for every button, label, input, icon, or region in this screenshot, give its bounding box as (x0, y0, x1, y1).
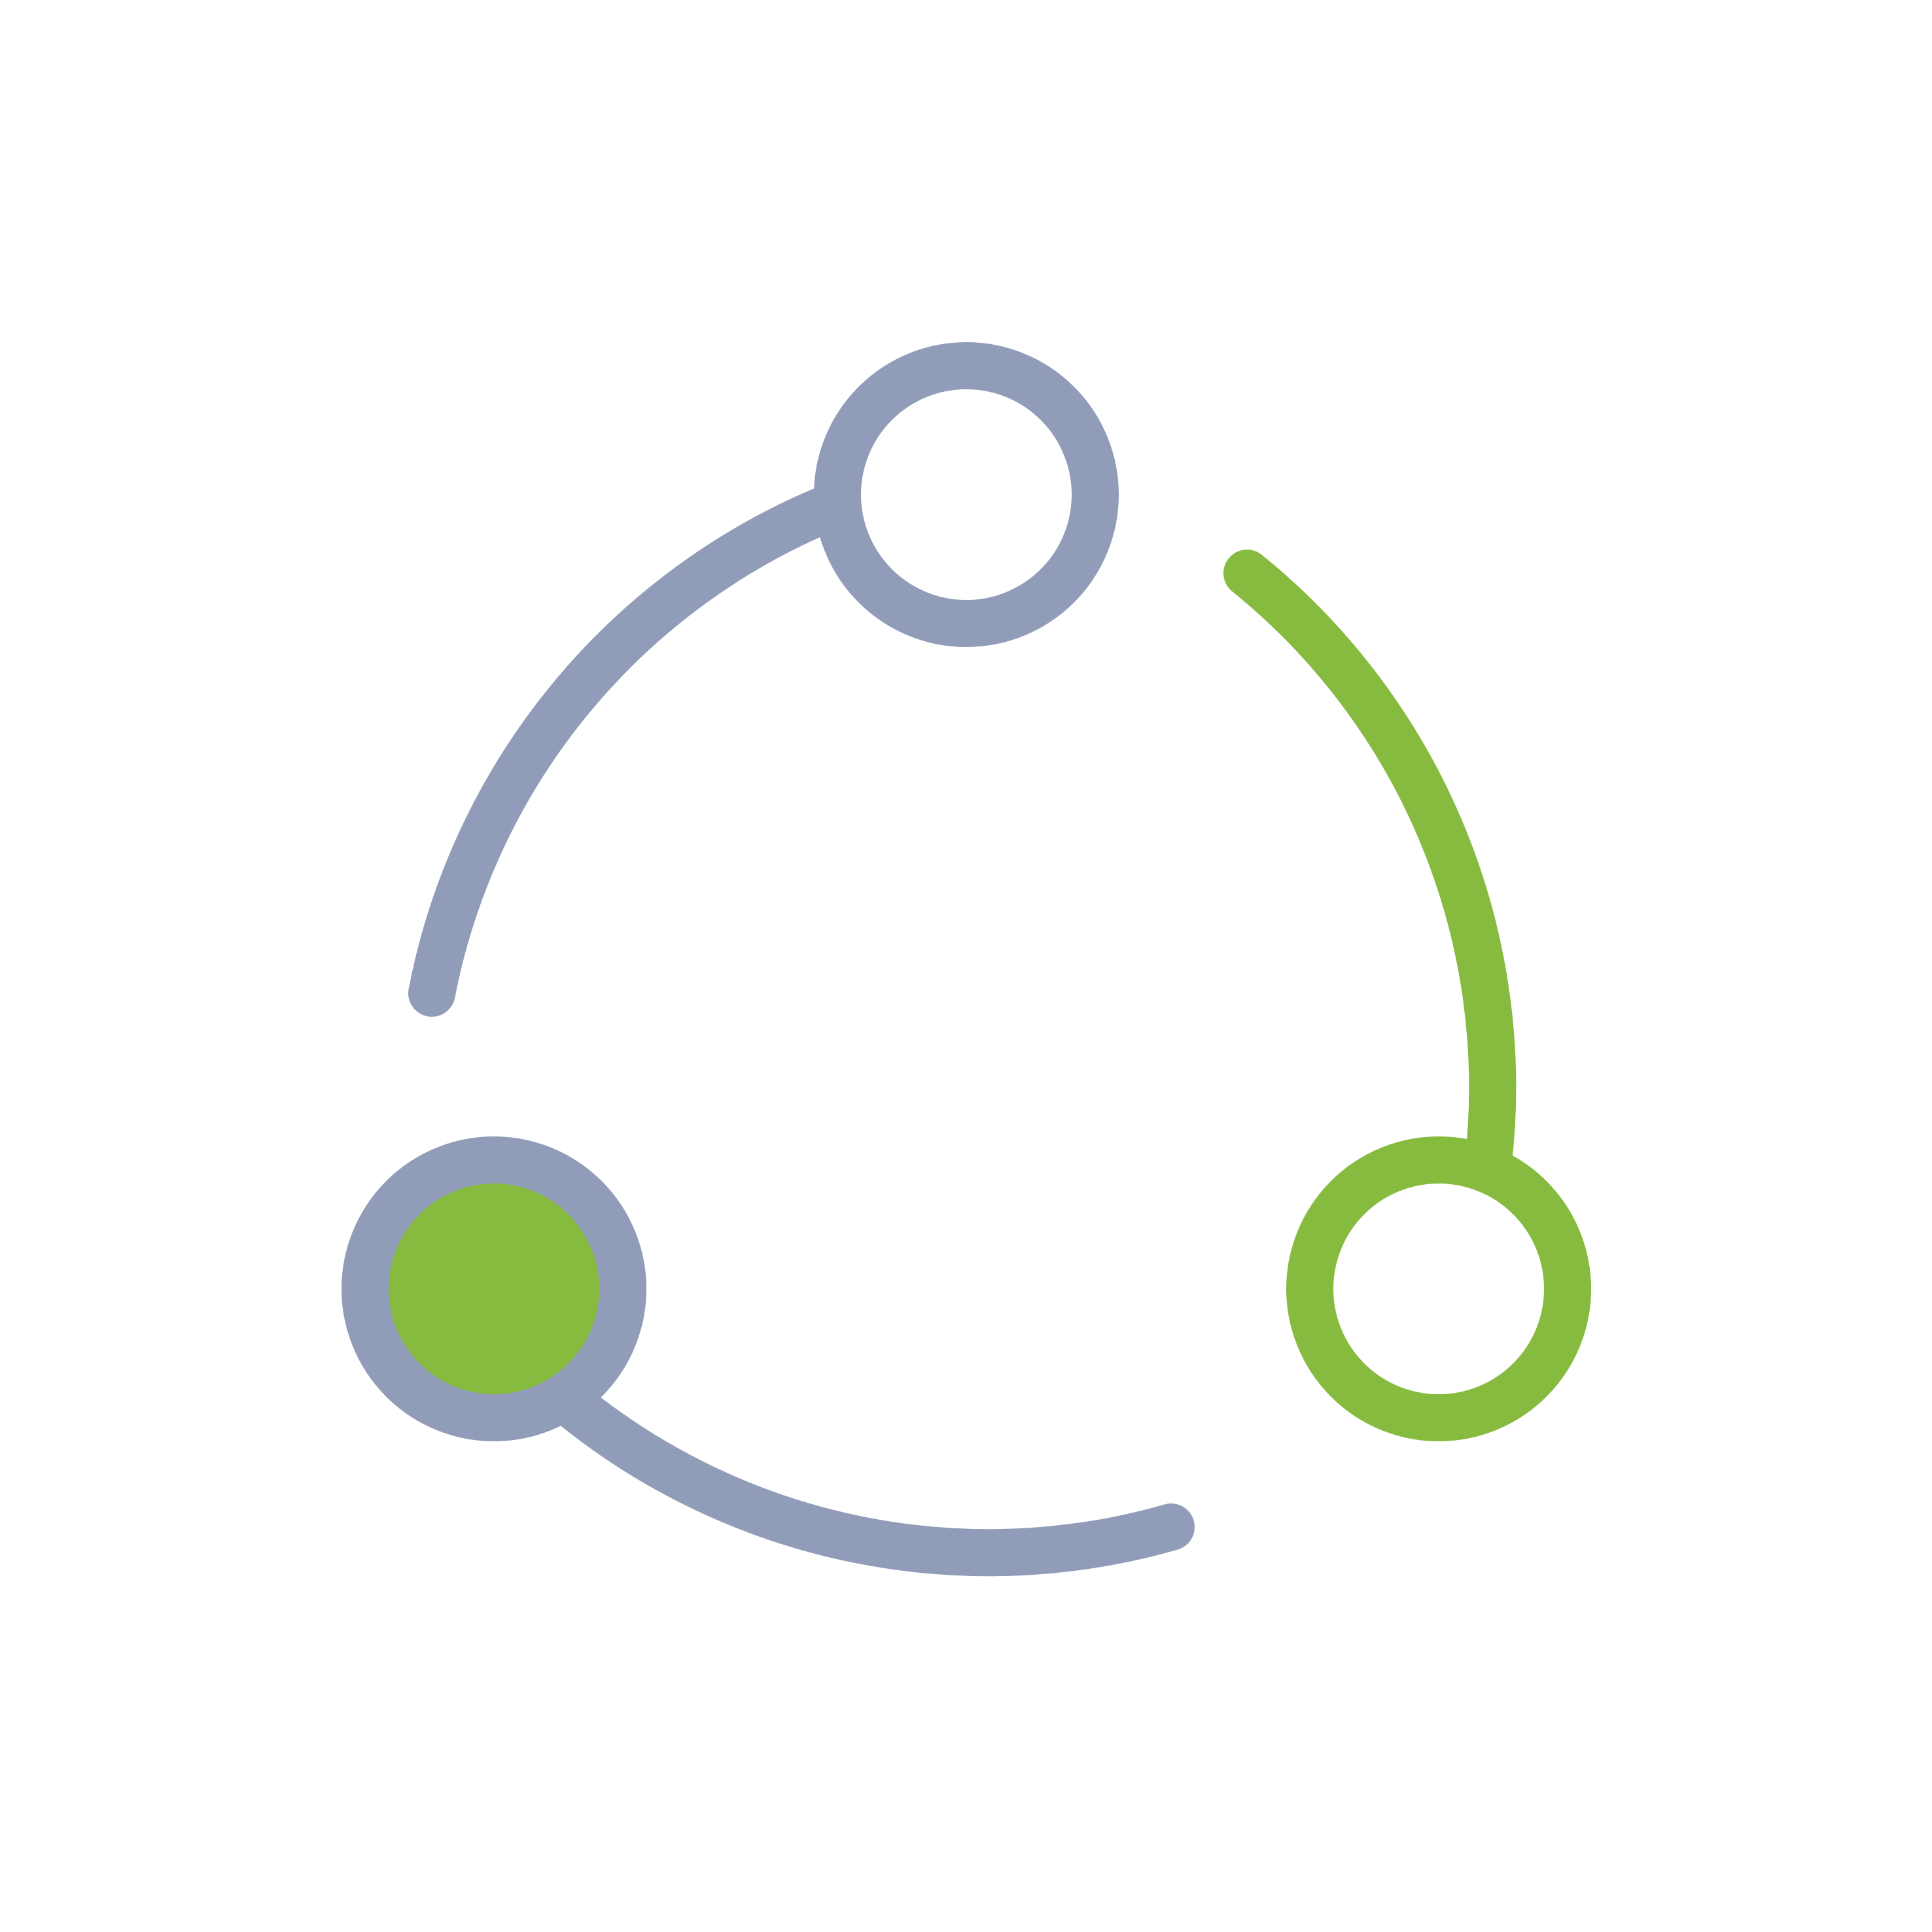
right-node (1286, 1136, 1591, 1441)
left-arc (408, 482, 859, 1017)
bottom-arc (551, 1383, 1195, 1577)
top-node (814, 342, 1119, 647)
left-node (342, 1136, 646, 1441)
right-arc (1223, 550, 1517, 1185)
